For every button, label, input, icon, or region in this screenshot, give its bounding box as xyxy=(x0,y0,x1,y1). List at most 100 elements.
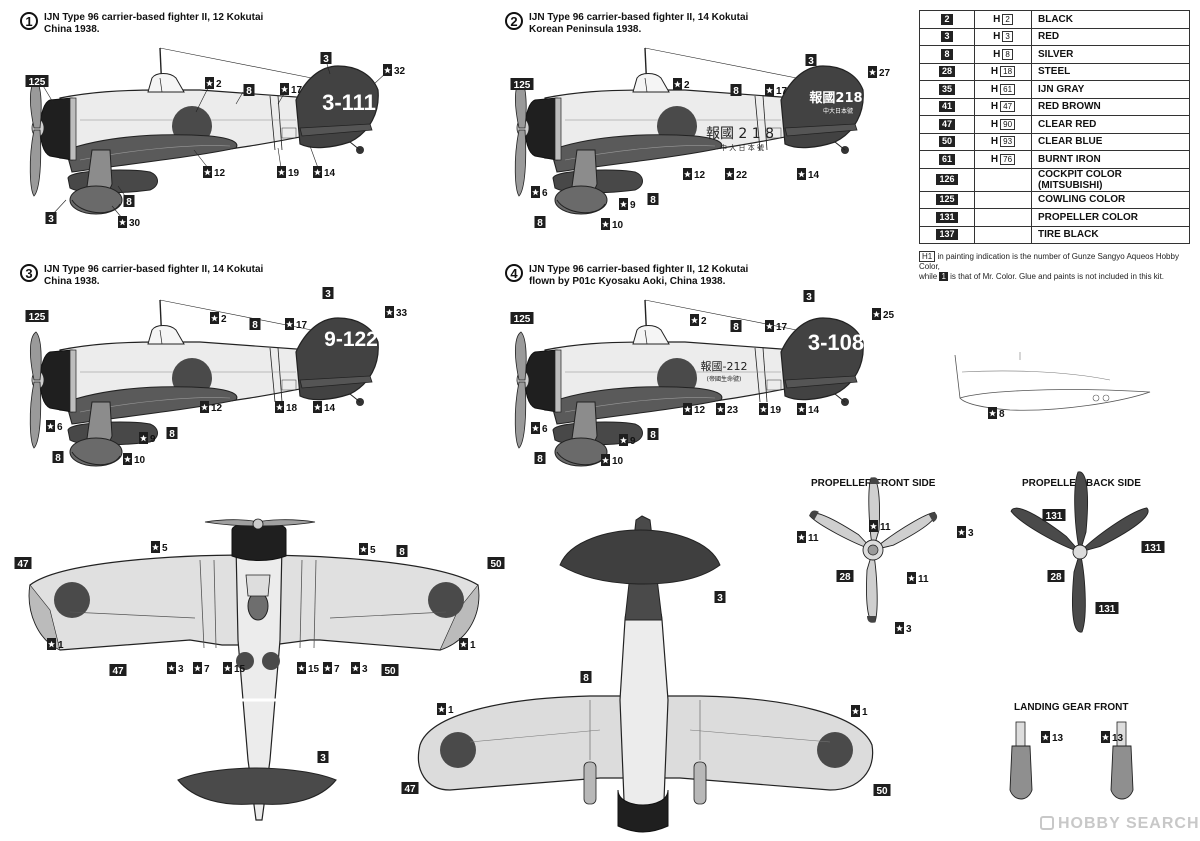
callout-label: 10 xyxy=(134,455,146,466)
callout-label: 8 xyxy=(650,195,656,206)
callout-label: 33 xyxy=(396,308,408,319)
callout-label: 125 xyxy=(29,312,46,323)
callout-badge xyxy=(123,195,135,207)
paint-note: H1 in painting indication is the number … xyxy=(919,251,1195,282)
propeller-front-drawing xyxy=(807,477,940,624)
mr-color-code: 131 xyxy=(936,211,958,223)
h-code: 93 xyxy=(1000,136,1016,148)
mr-color-code: 2 xyxy=(941,13,953,25)
callout-badge xyxy=(249,318,261,330)
callout-label: 8 xyxy=(169,429,175,440)
top-view-aircraft xyxy=(27,517,481,822)
callout-label: 7 xyxy=(334,664,340,675)
callout-label: 11 xyxy=(880,522,891,533)
callout-label: 8 xyxy=(246,86,252,97)
callout-badge xyxy=(25,310,49,322)
callout-badge xyxy=(396,545,408,557)
profile-2-tail-code: 報國218 xyxy=(809,90,862,106)
watermark: HOBBY SEARCH xyxy=(1040,815,1200,833)
landing-gear-left-drawing xyxy=(1009,721,1033,800)
callout-label: 47 xyxy=(112,666,124,677)
callout-label: 14 xyxy=(808,170,820,181)
callout-badge xyxy=(317,751,329,763)
callout-label: 12 xyxy=(211,403,223,414)
callout-badge xyxy=(805,54,817,66)
callout-label: 28 xyxy=(1050,572,1062,583)
profile-1-aircraft xyxy=(29,47,379,215)
callout-badge xyxy=(401,782,419,794)
h-prefix: H xyxy=(990,118,999,130)
callout-label: 11 xyxy=(808,533,819,544)
callout-label: 3 xyxy=(48,214,54,225)
note-k-box: 1 xyxy=(939,272,948,281)
callout-label: 27 xyxy=(879,68,891,79)
profile-4-number: 4 xyxy=(505,264,523,282)
callout-label: 19 xyxy=(288,168,300,179)
note-text-3: is that of Mr. Color. Glue and paints is… xyxy=(947,272,1165,281)
callout-label: 131 xyxy=(1046,511,1063,522)
profile-2-tail-subtext: 中大日本號 xyxy=(823,107,853,115)
callout-label: 47 xyxy=(17,559,29,570)
callout-badge xyxy=(1095,602,1119,614)
propeller-back-drawing xyxy=(1008,471,1153,633)
callout-label: 50 xyxy=(384,666,396,677)
callout-label: 6 xyxy=(57,422,63,433)
profile-3-header: 3 IJN Type 96 carrier-based fighter II, … xyxy=(20,264,263,288)
profile-4-fuselage-subtext: (帝國生命號) xyxy=(707,375,742,383)
h-prefix: H xyxy=(990,136,999,148)
h-prefix: H xyxy=(990,66,999,78)
callout-label: 13 xyxy=(1112,733,1124,744)
callout-badge xyxy=(510,78,534,90)
callout-label: 13 xyxy=(1052,733,1064,744)
mr-color-code: 50 xyxy=(938,136,955,148)
profile-3-title: IJN Type 96 carrier-based fighter II, 14… xyxy=(44,264,264,275)
profile-4-aircraft xyxy=(514,299,864,467)
callout-label: 1 xyxy=(58,640,64,651)
callout-label: 9 xyxy=(150,434,156,445)
profile-2-aircraft xyxy=(514,47,864,215)
callout-label: 25 xyxy=(883,310,895,321)
h-prefix: H xyxy=(990,153,999,165)
callout-label: 8 xyxy=(999,409,1005,420)
color-name: COCKPIT COLOR (MITSUBISHI) xyxy=(1031,167,1190,192)
h-code: 8 xyxy=(1002,48,1013,60)
callout-label: 131 xyxy=(1145,543,1162,554)
profile-2-header: 2 IJN Type 96 carrier-based fighter II, … xyxy=(505,12,748,36)
callout-label: 3 xyxy=(717,593,723,604)
bottom-view-aircraft xyxy=(417,515,874,833)
note-text-1: in painting indication is the number of … xyxy=(919,252,1179,271)
callout-label: 2 xyxy=(221,314,227,325)
callout-label: 15 xyxy=(234,664,246,675)
landing-gear-right-drawing xyxy=(1110,721,1134,800)
callout-badge xyxy=(487,557,505,569)
h-code: 76 xyxy=(1000,153,1016,165)
profile-4-header: 4 IJN Type 96 carrier-based fighter II, … xyxy=(505,264,748,288)
profile-2-subtitle: Korean Peninsula 1938. xyxy=(529,24,642,35)
callout-label: 3 xyxy=(808,56,814,67)
callout-label: 8 xyxy=(733,322,739,333)
callout-label: 2 xyxy=(216,79,222,90)
callout-label: 3 xyxy=(178,664,184,675)
callout-label: 8 xyxy=(537,454,543,465)
callout-label: 12 xyxy=(694,170,706,181)
h-prefix: H xyxy=(993,13,1001,25)
profile-4-subtitle: flown by P01c Kyosaku Aoki, China 1938. xyxy=(529,276,726,287)
callout-label: 6 xyxy=(542,424,548,435)
callout-badge xyxy=(320,52,332,64)
profile-1-number: 1 xyxy=(20,12,38,30)
h-code: 2 xyxy=(1002,13,1013,25)
callout-label: 14 xyxy=(324,403,336,414)
callout-label: 22 xyxy=(736,170,748,181)
callout-label: 8 xyxy=(537,218,543,229)
callout-label: 12 xyxy=(694,405,706,416)
profile-2-fuselage-subtext: 中 大 日 本 號 xyxy=(720,143,764,152)
callout-badge xyxy=(836,570,854,582)
callout-badge xyxy=(166,427,178,439)
callout-label: 11 xyxy=(918,574,929,585)
callout-badge xyxy=(534,216,546,228)
callout-label: 8 xyxy=(583,673,589,684)
callout-badge xyxy=(873,784,891,796)
